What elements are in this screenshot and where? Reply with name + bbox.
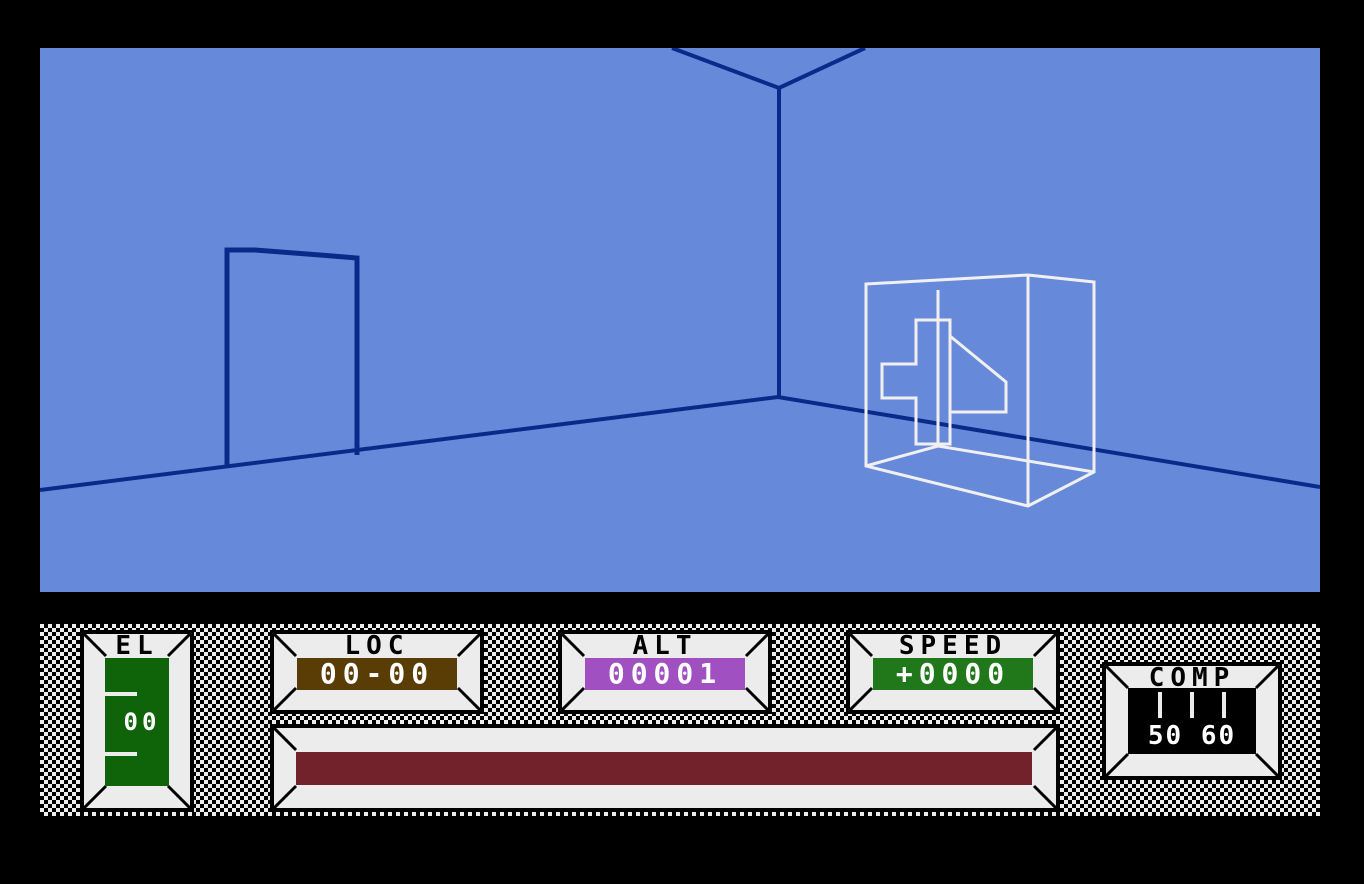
first-aid-crate[interactable] — [864, 273, 1096, 508]
doorway[interactable] — [224, 247, 360, 468]
energy-bar-track — [296, 752, 1032, 785]
energy-panel — [270, 724, 1060, 812]
speed-label: SPEED — [898, 631, 1008, 661]
speed-panel: SPEED +0000 — [846, 630, 1060, 714]
el-label: EL — [115, 631, 159, 661]
alt-label: ALT — [632, 631, 698, 661]
instrument-panel: EL 00 LOC 00-00 ALT 00001 SPEED +0000 CO… — [40, 624, 1320, 816]
compass-gauge: 50 60 — [1128, 688, 1256, 754]
alt-panel: ALT 00001 — [558, 630, 772, 714]
comp-label: COMP — [1148, 663, 1236, 693]
el-value: 00 — [123, 708, 161, 736]
energy-bar-fill — [296, 752, 1032, 785]
floor-edge — [40, 394, 1320, 492]
ceiling-edge — [671, 48, 866, 91]
speed-value: +0000 — [873, 658, 1033, 690]
3d-viewport[interactable] — [40, 48, 1320, 592]
loc-label: LOC — [344, 631, 410, 661]
elevation-gauge: 00 — [105, 658, 169, 786]
loc-value: 00-00 — [297, 658, 457, 690]
el-panel: EL 00 — [80, 630, 194, 812]
alt-value: 00001 — [585, 658, 745, 690]
room-walls — [40, 48, 1320, 492]
loc-panel: LOC 00-00 — [270, 630, 484, 714]
scene — [40, 48, 1320, 508]
comp-panel: COMP 50 60 — [1102, 662, 1282, 780]
comp-value: 50 60 — [1147, 721, 1237, 751]
